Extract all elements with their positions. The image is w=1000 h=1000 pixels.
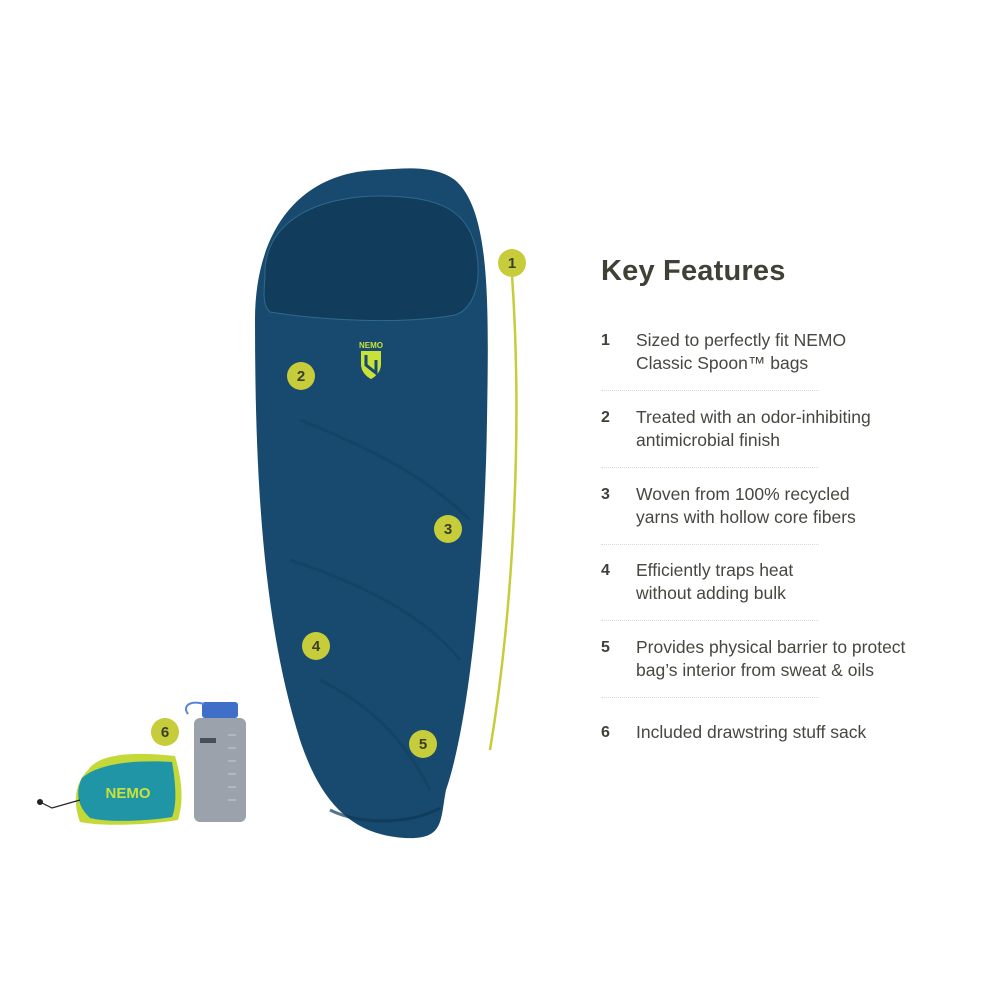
callout-line bbox=[488, 274, 518, 751]
features-title: Key Features bbox=[601, 255, 786, 287]
feature-text: Included drawstring stuff sack bbox=[636, 722, 867, 742]
nemo-logo-icon: NEMO bbox=[359, 341, 383, 379]
svg-text:NEMO: NEMO bbox=[359, 341, 383, 350]
svg-text:NEMO: NEMO bbox=[106, 785, 151, 802]
feature-number: 4 bbox=[601, 562, 610, 579]
marker-4: 4 bbox=[302, 632, 330, 660]
feature-number: 1 bbox=[601, 332, 610, 349]
stuff-sack: NEMO bbox=[37, 753, 182, 825]
water-bottle bbox=[185, 701, 246, 822]
divider bbox=[601, 390, 819, 391]
divider bbox=[601, 544, 819, 545]
marker-5: 5 bbox=[409, 730, 437, 758]
marker-1: 1 bbox=[498, 249, 526, 277]
feature-number: 2 bbox=[601, 409, 610, 426]
feature-number: 3 bbox=[601, 486, 610, 503]
feature-number: 5 bbox=[601, 639, 610, 656]
sleeping-bag-liner: NEMO bbox=[255, 168, 488, 839]
divider bbox=[601, 697, 819, 698]
marker-6: 6 bbox=[151, 718, 179, 746]
feature-item: 6 Included drawstring stuff sack bbox=[601, 721, 961, 744]
divider bbox=[601, 467, 819, 468]
key-features-panel: Key Features 1 Sized to perfectly fit NE… bbox=[601, 255, 961, 742]
divider bbox=[601, 620, 819, 621]
marker-2: 2 bbox=[287, 362, 315, 390]
marker-3: 3 bbox=[434, 515, 462, 543]
feature-number: 6 bbox=[601, 724, 610, 741]
